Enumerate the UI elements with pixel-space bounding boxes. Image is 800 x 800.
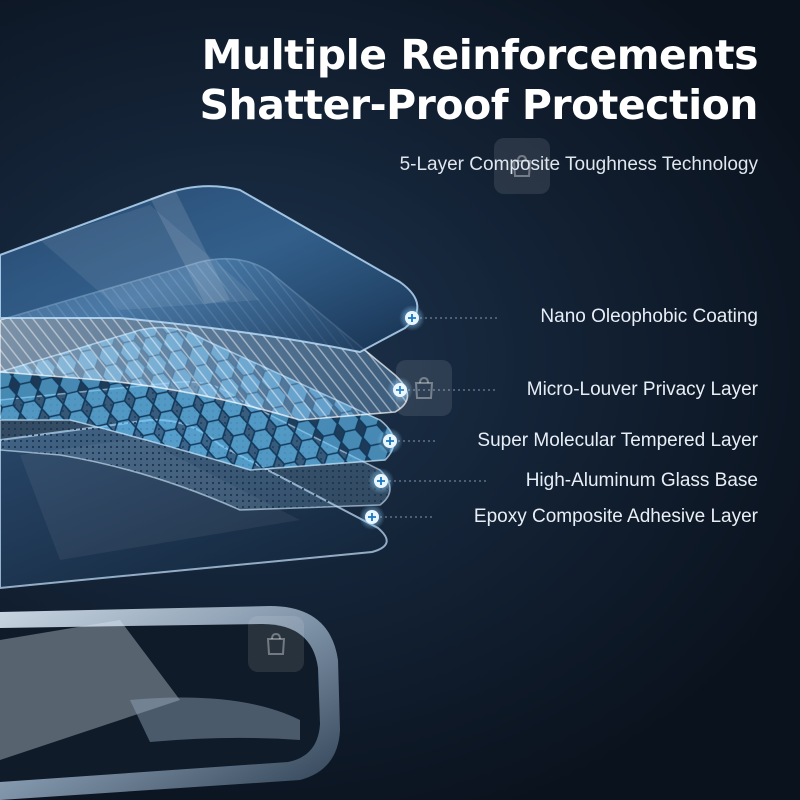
layer-label-oleophobic: Nano Oleophobic Coating — [540, 306, 758, 327]
plus-circle-icon — [368, 468, 394, 494]
phone-body — [0, 606, 340, 800]
shopping-bag-icon — [396, 360, 452, 416]
connector-lines — [380, 317, 500, 518]
shopping-bag-icon — [248, 616, 304, 672]
layer-label-tempered: Super Molecular Tempered Layer — [477, 430, 758, 451]
layer-label-louver: Micro-Louver Privacy Layer — [526, 379, 758, 400]
plus-circle-icon — [399, 305, 425, 331]
headline-line-1: Multiple Reinforcements — [201, 31, 759, 79]
subtitle: 5-Layer Composite Toughness Technology — [399, 154, 758, 175]
plus-circle-icon — [359, 504, 385, 530]
plus-circle-icon — [387, 377, 413, 403]
layer-label-aluminum: High-Aluminum Glass Base — [525, 470, 758, 491]
shopping-bag-icon — [494, 138, 550, 194]
headline: Multiple Reinforcements Shatter-Proof Pr… — [200, 30, 759, 130]
layer-label-epoxy: Epoxy Composite Adhesive Layer — [473, 506, 758, 527]
plus-circle-icon — [377, 428, 403, 454]
headline-line-2: Shatter-Proof Protection — [199, 81, 759, 129]
layer-oleophobic-shape — [0, 185, 419, 354]
